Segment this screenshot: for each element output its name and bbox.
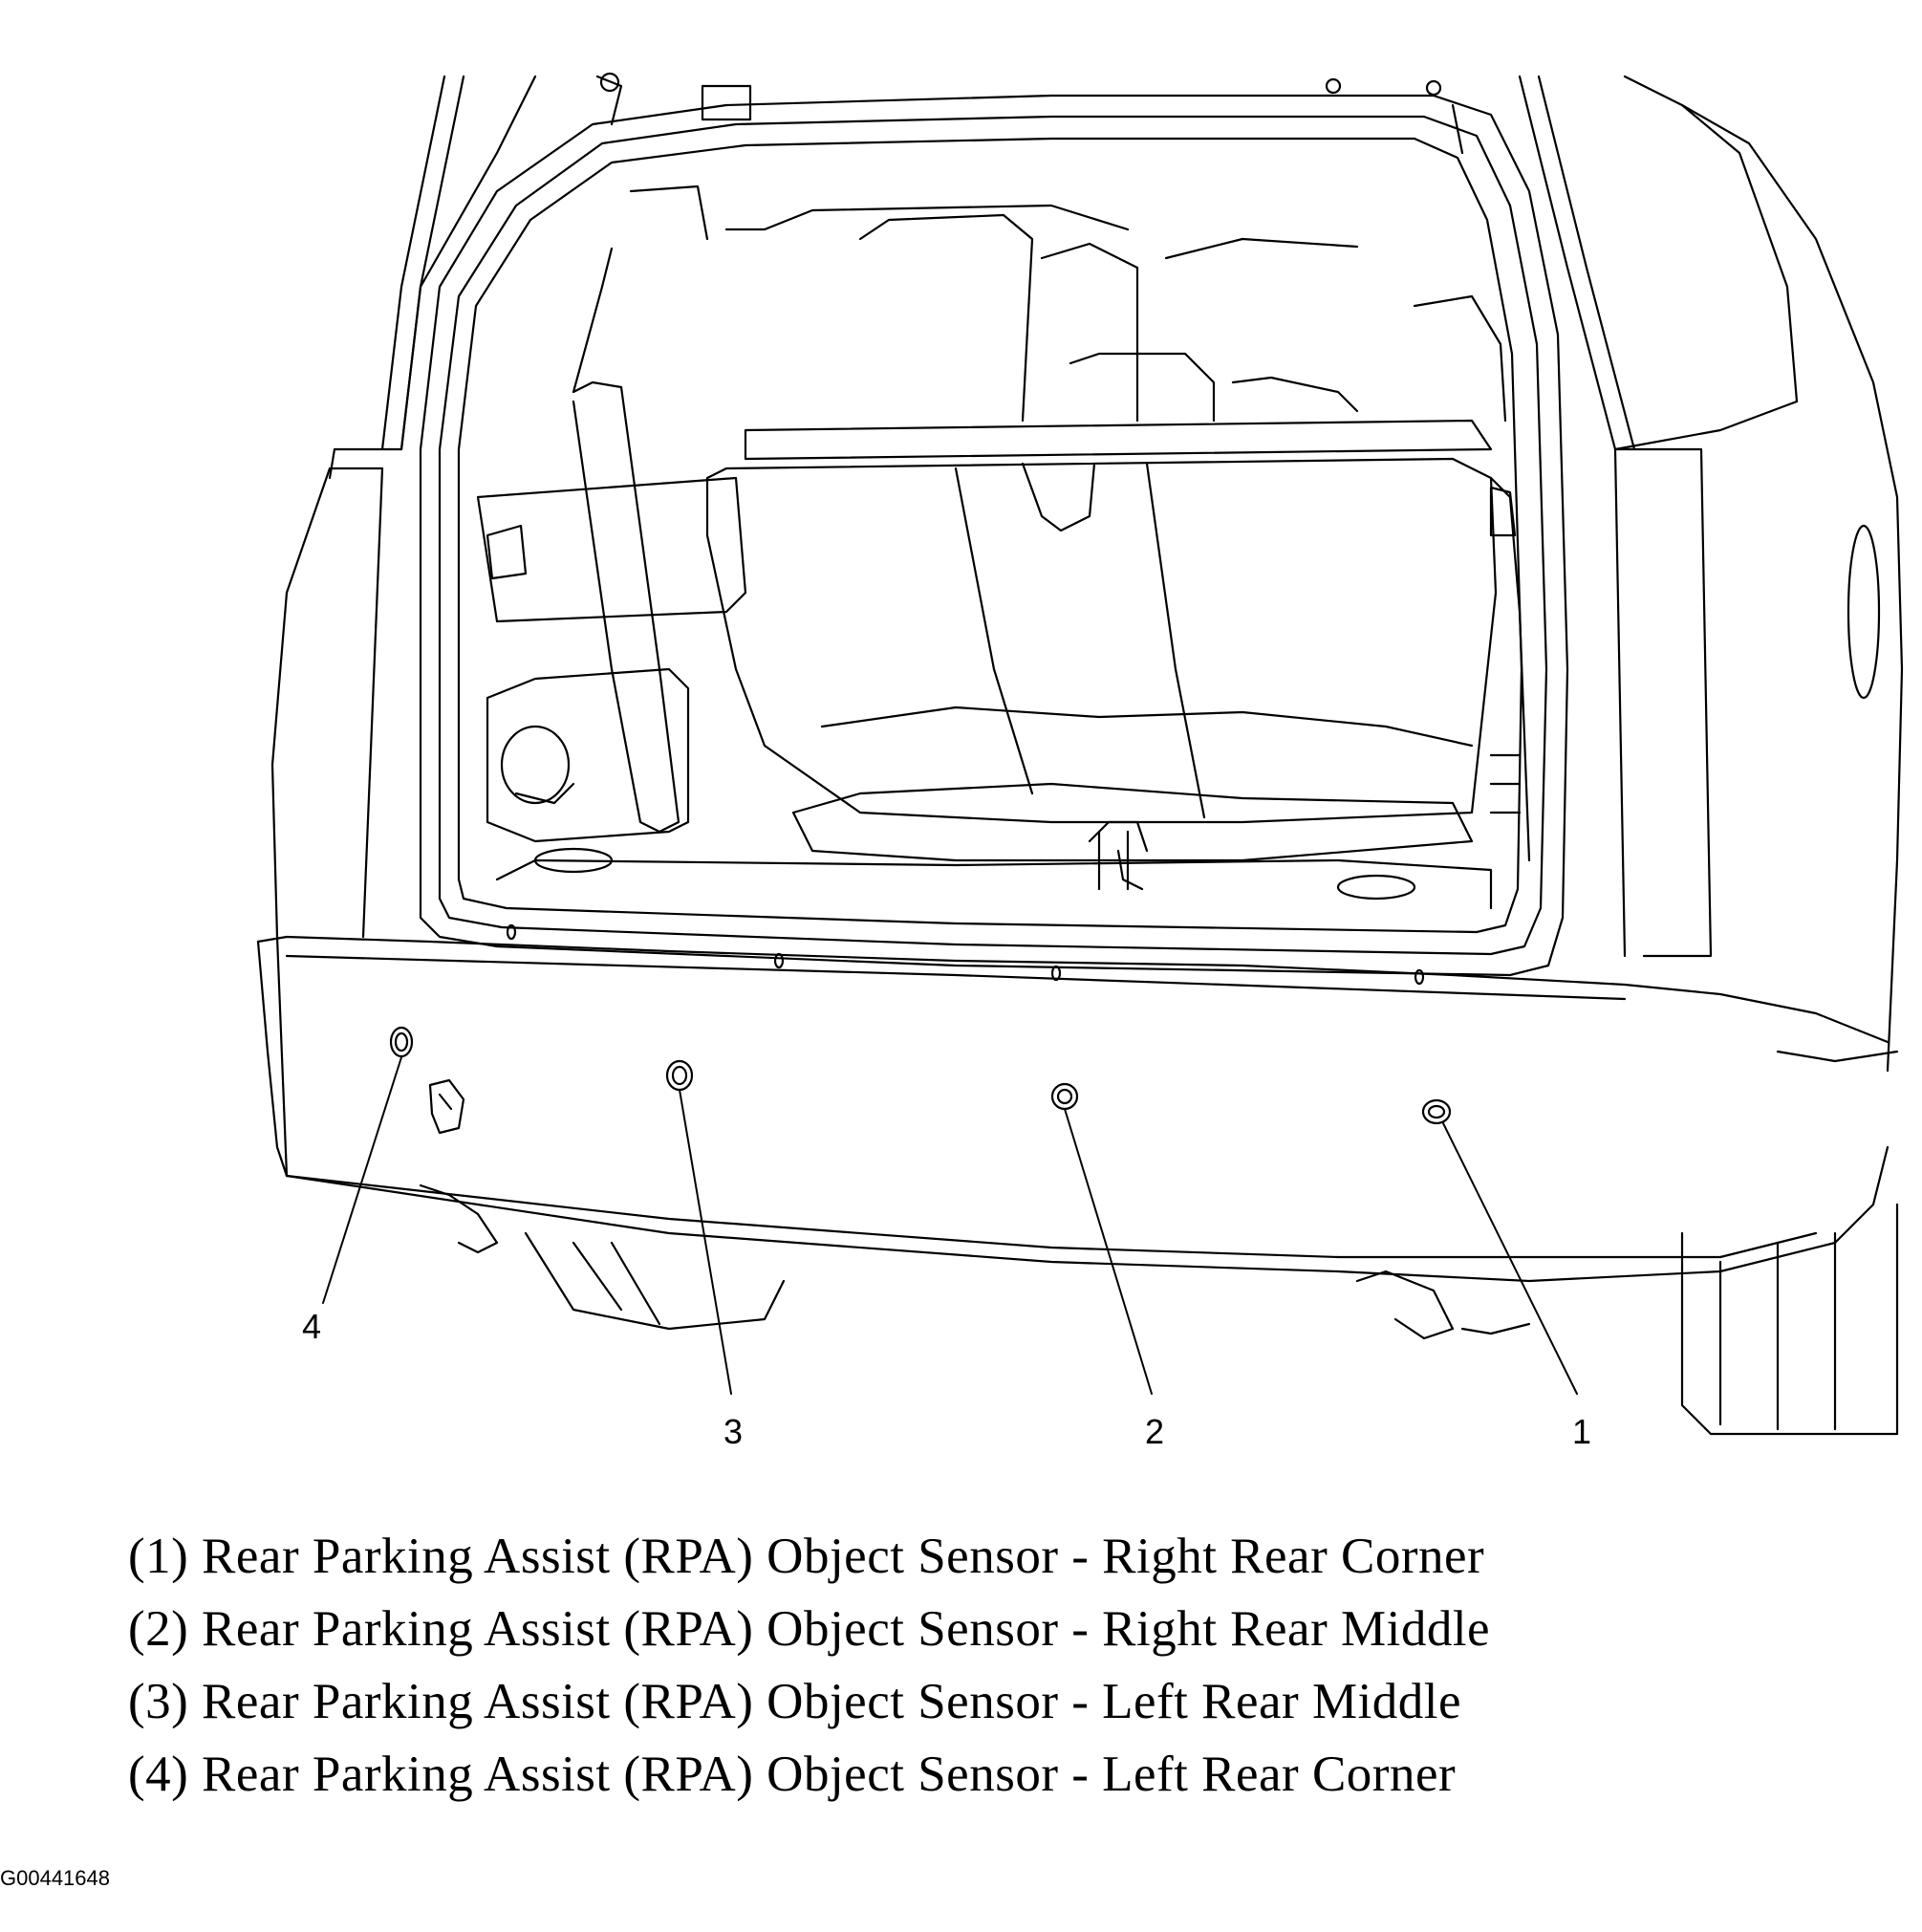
legend-item-4: (4) Rear Parking Assist (RPA) Object Sen… xyxy=(128,1747,1457,1802)
callout-labels: 4 3 2 1 xyxy=(302,1307,1591,1451)
callout-4: 4 xyxy=(302,1307,321,1346)
liftgate-opening xyxy=(419,94,1569,977)
leader-lines xyxy=(322,1056,1578,1395)
liftgate-struts xyxy=(380,75,1636,451)
vehicle-body xyxy=(270,75,1904,1436)
rpa-sensors xyxy=(389,1026,1452,1125)
legend-item-2: (2) Rear Parking Assist (RPA) Object Sen… xyxy=(128,1601,1491,1657)
sensor-3 xyxy=(665,1059,694,1092)
sensor-2 xyxy=(1050,1082,1079,1111)
liftgate-hinge-area xyxy=(595,72,1464,155)
cargo-interior xyxy=(476,185,1531,910)
legend-item-3: (3) Rear Parking Assist (RPA) Object Sen… xyxy=(128,1674,1462,1729)
callout-1: 1 xyxy=(1572,1412,1591,1451)
legend: (1) Rear Parking Assist (RPA) Object Sen… xyxy=(128,1520,1753,1811)
sensor-1 xyxy=(1421,1098,1452,1125)
figure-code: G00441648 xyxy=(0,1866,110,1890)
legend-item-1: (1) Rear Parking Assist (RPA) Object Sen… xyxy=(128,1529,1485,1584)
callout-2: 2 xyxy=(1145,1412,1164,1451)
rear-bumper xyxy=(256,923,1890,1340)
sensor-4 xyxy=(389,1026,414,1058)
callout-3: 3 xyxy=(723,1412,743,1451)
vehicle-rear-illustration: 4 3 2 1 xyxy=(256,72,1904,1451)
